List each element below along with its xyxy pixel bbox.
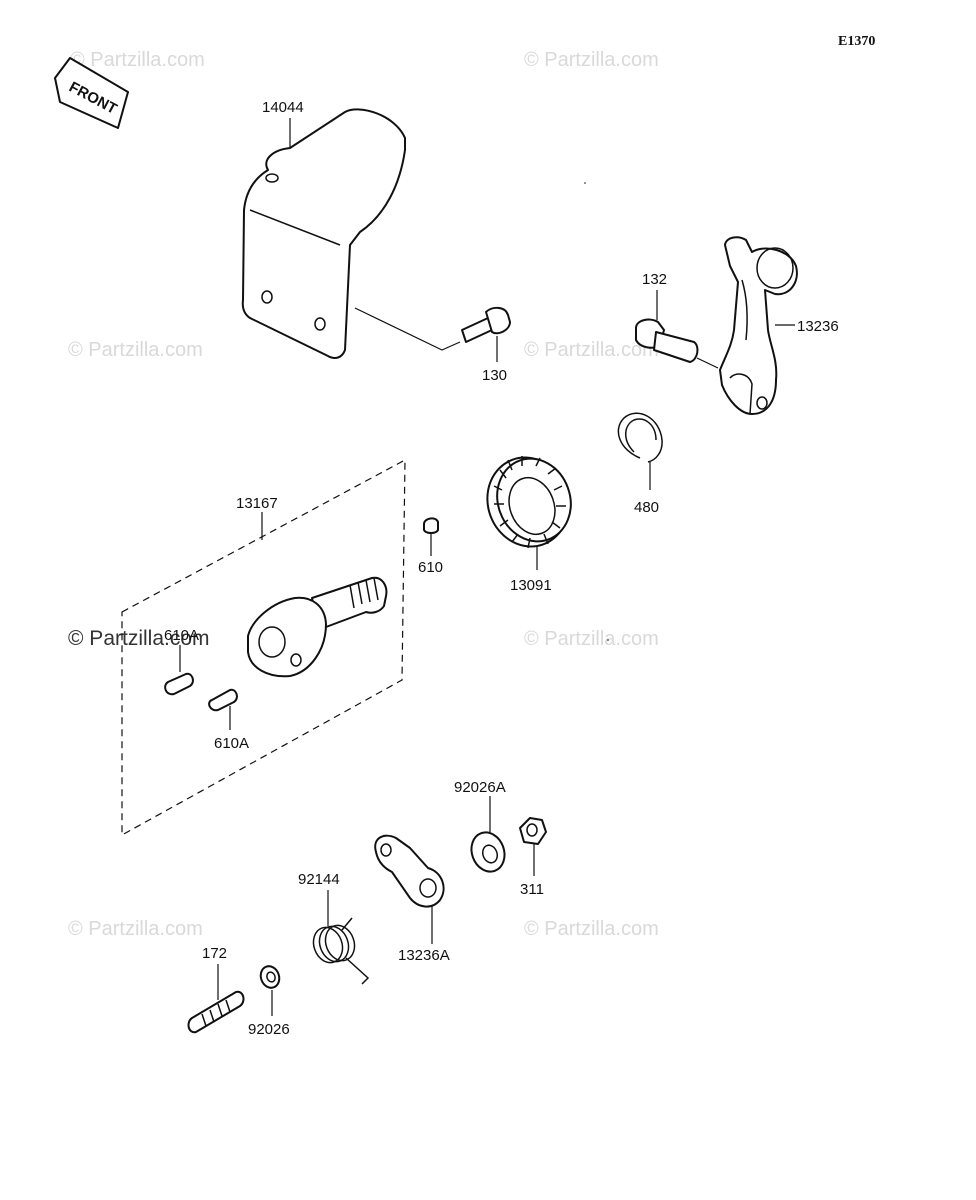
part-label-480: 480	[634, 499, 659, 516]
part-label-92026A: 92026A	[454, 779, 506, 796]
watermark: © Partzilla.com	[524, 49, 659, 71]
washer-92026	[259, 965, 281, 989]
stud-172	[187, 990, 245, 1034]
part-label-13236A: 13236A	[398, 947, 450, 964]
leader-line	[696, 357, 719, 369]
watermark: © Partzilla.com	[524, 918, 659, 940]
watermark: © Partzilla.com	[68, 918, 203, 940]
shift-lever-13236	[719, 236, 798, 415]
part-label-610: 610	[418, 559, 443, 576]
washer-92026A	[470, 831, 506, 873]
watermark: © Partzilla.com	[68, 627, 210, 650]
assembly-box-13167	[121, 458, 406, 837]
speck	[607, 639, 609, 641]
watermark: © Partzilla.com	[68, 339, 203, 361]
watermark: © Partzilla.com	[524, 339, 659, 361]
part-label-13236: 13236	[797, 318, 839, 335]
part-label-132: 132	[642, 271, 667, 288]
watermark: © Partzilla.com	[524, 628, 659, 650]
part-label-610A: 610A	[214, 735, 249, 752]
part-label-172: 172	[202, 945, 227, 962]
lever-plate-13236A	[374, 834, 445, 908]
part-label-92144: 92144	[298, 871, 340, 888]
watermark: © Partzilla.com	[70, 49, 205, 71]
part-label-14044: 14044	[262, 99, 304, 116]
bolt-130	[461, 306, 511, 343]
leader-line	[354, 307, 461, 351]
pin-610A-upper	[164, 672, 194, 696]
gear-plate-13091	[486, 456, 572, 549]
part-label-610A-upper: 610A	[164, 627, 199, 644]
diagram-code: E1370	[838, 34, 875, 49]
speck	[584, 182, 586, 184]
spring-92144	[312, 917, 370, 985]
part-label-13091: 13091	[510, 577, 552, 594]
part-label-311: 311	[520, 881, 544, 898]
pin-610	[423, 517, 439, 534]
bolt-132	[635, 318, 699, 363]
shift-shaft-13167	[247, 576, 388, 678]
part-label-130: 130	[482, 367, 507, 384]
pin-610A-lower	[208, 688, 238, 712]
nut-311	[519, 817, 547, 845]
part-label-13167: 13167	[236, 495, 278, 512]
part-label-92026: 92026	[248, 1021, 290, 1038]
bracket-14044	[241, 108, 406, 359]
circlip-480	[617, 412, 663, 463]
